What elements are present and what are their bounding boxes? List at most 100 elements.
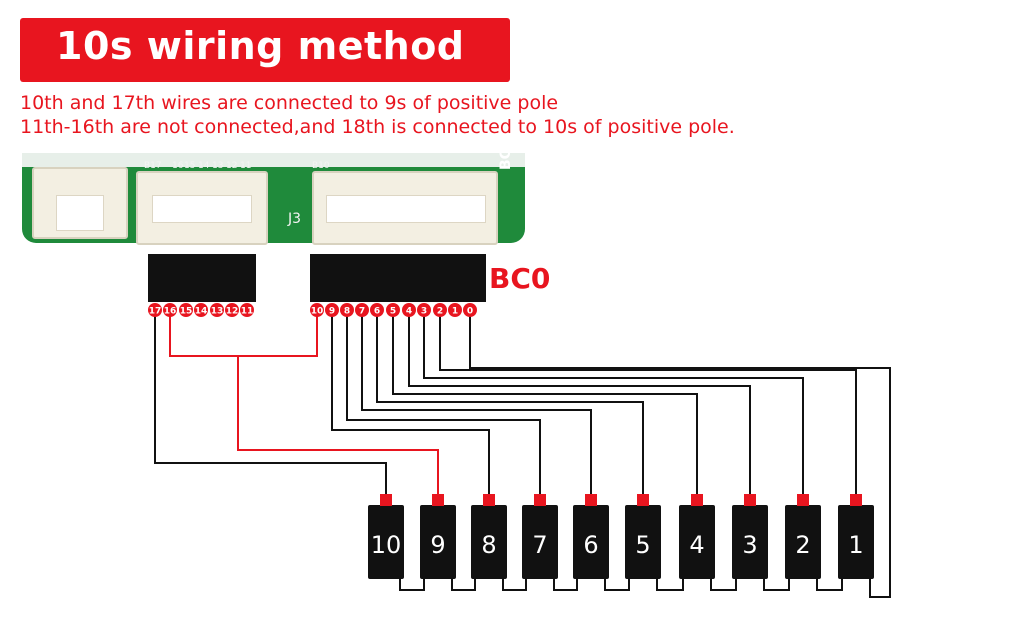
pin-12 [225,303,239,317]
silk-b10: B10 [312,161,330,171]
pin-6 [370,303,384,317]
pin-0-label: 0 [467,307,473,317]
pin-3-label: 3 [421,307,427,317]
pin-15-label: 15 [180,307,193,317]
cell-label-4: 4 [689,531,704,559]
silk-13: 13 [212,161,224,171]
pin-17-label: 17 [149,307,162,317]
pin-16-label: 16 [164,307,177,317]
cell-positive-terminal [850,494,862,506]
series-link [399,578,425,591]
pin-1-label: 1 [452,307,458,317]
red-wire-to-cell-9 [237,356,439,495]
battery-cell-10 [368,505,404,579]
pin-3 [417,303,431,317]
pin-14-label: 14 [195,307,208,317]
battery-cell-7 [522,505,558,579]
pin-11 [240,303,254,317]
bms-board: B17 16 15 14 13 12 11 B10 J3 [22,153,525,245]
series-link [763,578,790,591]
left-connector [32,167,128,239]
pin-14 [194,303,208,317]
connector-socket [152,195,252,223]
silk-15: 15 [184,161,196,171]
wire-pin-9 [331,312,490,495]
bc0-connector-block [310,254,486,302]
series-link [710,578,737,591]
battery-cell-4 [679,505,715,579]
battery-cell-2 [785,505,821,579]
series-link [816,578,843,591]
silk-b17: B17 [144,161,162,171]
pin-10 [310,303,324,317]
pin-5 [386,303,400,317]
pin-16 [163,303,177,317]
silk-16: 16 [172,161,184,171]
pin-17 [148,303,162,317]
pin-13-label: 13 [211,307,224,317]
wire-pin-2 [439,312,857,495]
silk-11: 11 [240,161,252,171]
pin-9 [325,303,339,317]
pin-2 [433,303,447,317]
right-connector [312,171,498,245]
pin-8-label: 8 [344,307,350,317]
cell-positive-terminal [534,494,546,506]
battery-cell-1 [838,505,874,579]
cell-label-7: 7 [532,531,547,559]
wire-17 [154,312,387,495]
wire-pin-8 [346,312,541,495]
cell-label-10: 10 [371,531,402,559]
middle-connector [136,171,268,245]
pin-11-label: 11 [241,307,254,317]
pin-1 [448,303,462,317]
pin-13 [210,303,224,317]
pin-15 [179,303,193,317]
battery-cell-9 [420,505,456,579]
pin-7 [355,303,369,317]
cell-label-9: 9 [430,531,445,559]
cell-positive-terminal [797,494,809,506]
silk-12: 12 [226,161,238,171]
cell-label-2: 2 [795,531,810,559]
battery-cell-8 [471,505,507,579]
series-link [656,578,684,591]
red-wire-bridge [169,312,318,357]
pin-7-label: 7 [359,307,365,317]
board-edge [22,153,525,167]
wire-pin-4 [408,312,751,495]
j3-label: J3 [288,211,302,227]
pin-9-label: 9 [329,307,335,317]
pin-10-label: 10 [311,307,324,317]
connector-socket [326,195,486,223]
cell-positive-terminal [744,494,756,506]
battery-cell-5 [625,505,661,579]
series-link [604,578,630,591]
connector-socket [56,195,104,231]
pin-6-label: 6 [374,307,380,317]
cell-positive-terminal [380,494,392,506]
wire-pin-7 [361,312,592,495]
pin-12-label: 12 [226,307,239,317]
cell-positive-terminal [691,494,703,506]
pin-8 [340,303,354,317]
wiring-note-1: 10th and 17th wires are connected to 9s … [20,92,559,114]
pin-0 [463,303,477,317]
cell-label-1: 1 [848,531,863,559]
left-connector-block [148,254,256,302]
wire-pin-3 [423,312,804,495]
wire-pin-5 [392,312,698,495]
series-link [451,578,476,591]
wiring-note-2: 11th-16th are not connected,and 18th is … [20,116,735,138]
series-link [553,578,578,591]
pin-4 [402,303,416,317]
cell-positive-terminal [585,494,597,506]
title-banner: 10s wiring method [20,18,510,82]
cell-positive-terminal [637,494,649,506]
cell-label-5: 5 [635,531,650,559]
battery-cell-3 [732,505,768,579]
pin-4-label: 4 [406,307,412,317]
cell-label-3: 3 [742,531,757,559]
pin-2-label: 2 [437,307,443,317]
